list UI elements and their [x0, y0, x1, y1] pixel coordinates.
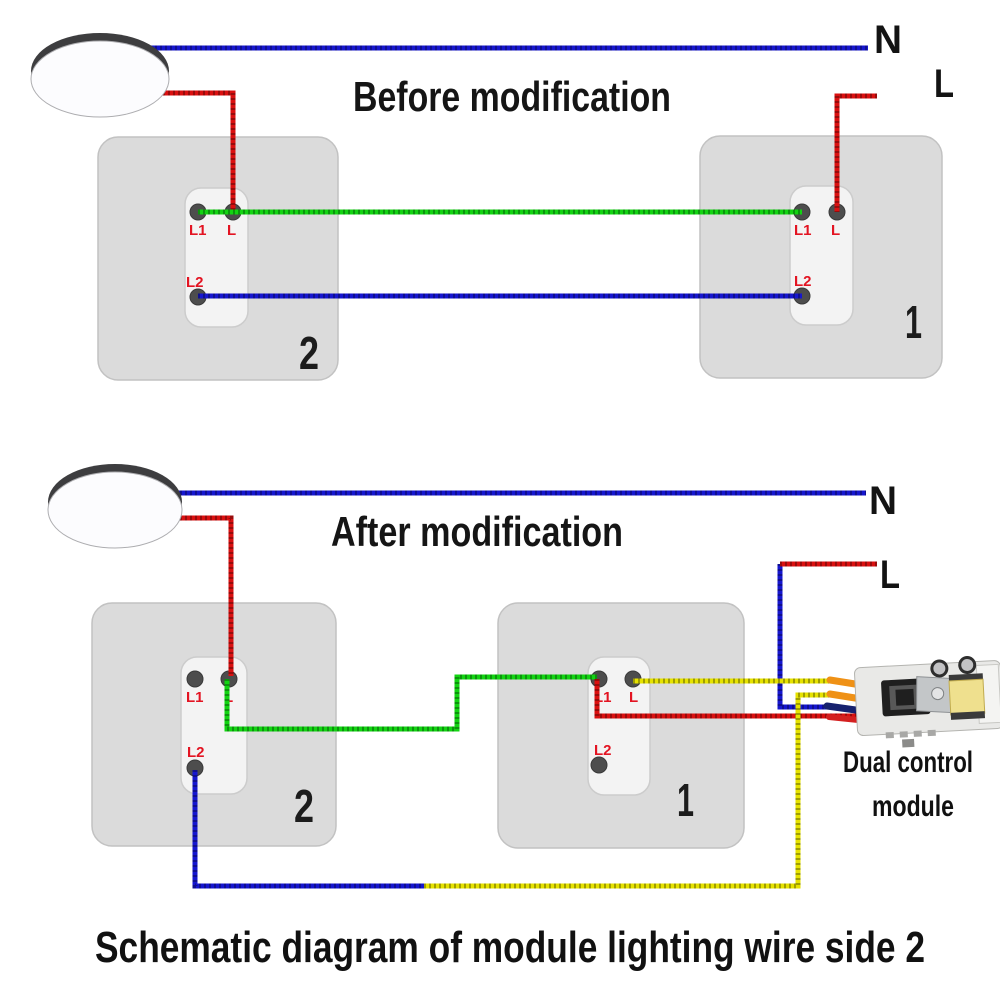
- module-tab: [902, 738, 915, 748]
- terminal-label-l2: L2: [794, 273, 812, 290]
- after-section: L1 L L2 2 L1 L L2 1: [47, 464, 1000, 889]
- live-label-after: L: [880, 553, 900, 597]
- module-body-group: [854, 656, 1000, 748]
- terminal-label-l2: L2: [186, 274, 204, 291]
- switch-number: 2: [294, 780, 314, 832]
- terminal-label-l: L: [831, 222, 840, 239]
- wall-switch-2-before: L1 L L2 2: [97, 136, 339, 381]
- dual-control-module-photo: Dual control module: [823, 656, 1000, 823]
- light-face: [47, 471, 183, 549]
- page-caption: Schematic diagram of module lighting wir…: [95, 923, 925, 972]
- wall-switch-2-after: L1 L L2 2: [91, 602, 337, 847]
- module-transformer: [948, 678, 986, 716]
- module-transformer-bottom: [950, 711, 986, 720]
- terminal-l1: [186, 670, 204, 688]
- module-pad: [885, 731, 894, 739]
- neutral-label-before: N: [874, 18, 902, 62]
- wire-traveler-after: [224, 674, 597, 732]
- module-capacitor-1-top: [933, 662, 946, 675]
- before-section: L1 L L2 2 L1 L L2 1 Before modification: [30, 18, 954, 381]
- light-face: [30, 40, 170, 118]
- switch-number: 2: [299, 327, 319, 379]
- module-label-line1: Dual control: [843, 746, 973, 779]
- wire-l2-blue-after: [192, 770, 424, 889]
- live-label-before: L: [934, 62, 954, 106]
- module-pad: [899, 731, 908, 738]
- wire-module-blue-after: [777, 564, 831, 710]
- wire-module-yellow-2-after: [424, 692, 838, 889]
- terminal-label-l1: L1: [794, 222, 812, 239]
- neutral-label-after: N: [869, 479, 897, 523]
- module-pad: [927, 729, 936, 737]
- terminal-label-l: L: [227, 222, 236, 239]
- wall-switch-1-before: L1 L L2 1: [699, 135, 943, 379]
- wall-switch-1-after: L1 L L2 1: [497, 602, 745, 849]
- switch-number: 1: [905, 296, 922, 348]
- module-capacitor-2-top: [961, 659, 974, 672]
- terminal-label-l: L: [629, 689, 638, 706]
- wire-module-red-after: [594, 679, 858, 719]
- terminal-label-l1: L1: [186, 689, 204, 706]
- module-relay-notch-inner: [895, 688, 915, 706]
- terminal-label-l2: L2: [187, 744, 205, 761]
- ceiling-light-before: [30, 33, 170, 118]
- after-title: After modification: [331, 508, 623, 555]
- ceiling-light-after: [47, 464, 183, 549]
- wire-live-light-before: [158, 90, 236, 212]
- switch-number: 1: [677, 774, 694, 826]
- terminal-l2: [590, 756, 608, 774]
- module-label-line2: module: [872, 790, 954, 823]
- before-title: Before modification: [353, 73, 671, 120]
- switch-rocker: [180, 656, 248, 795]
- terminal-label-l2: L2: [594, 742, 612, 759]
- wire-live-supply-before: [834, 93, 877, 212]
- terminal-label-l1: L1: [189, 222, 207, 239]
- module-pad: [913, 730, 922, 737]
- wire-live-light-after: [160, 515, 234, 676]
- module-heatsink-hole: [931, 687, 945, 701]
